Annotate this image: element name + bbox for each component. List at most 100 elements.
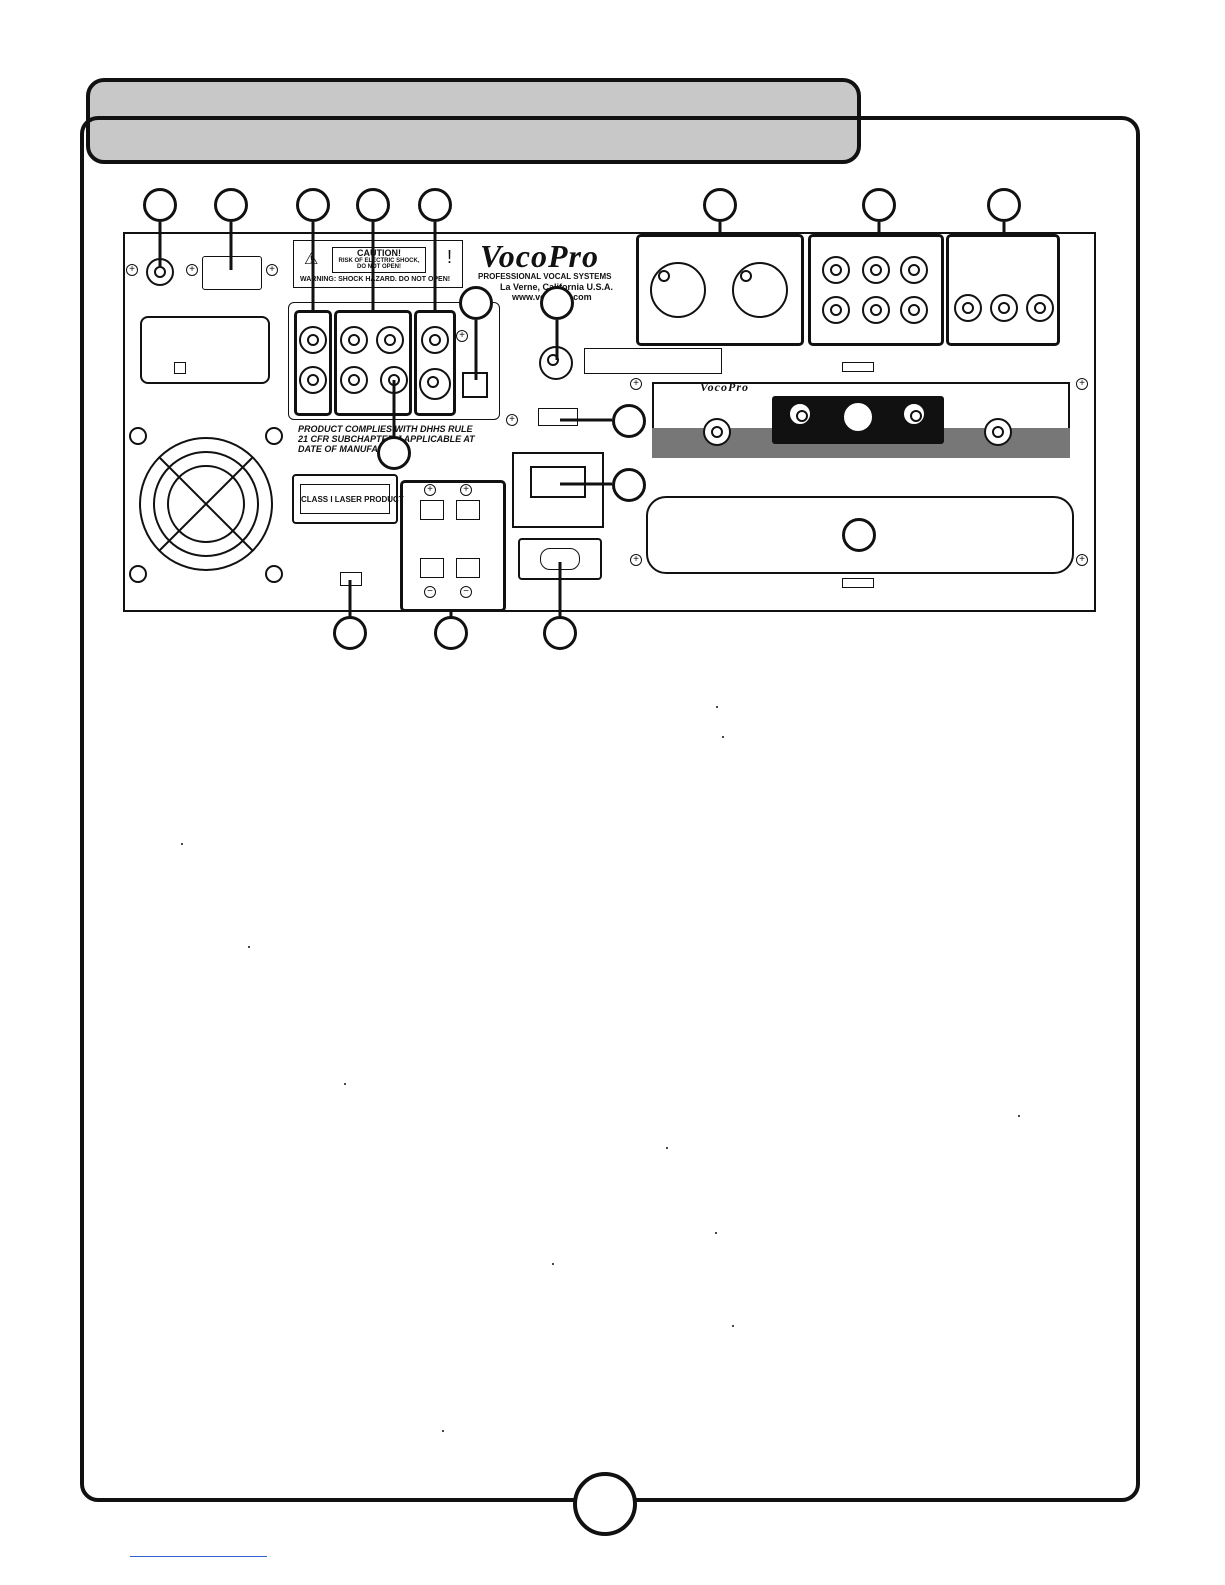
antenna-connector [703, 418, 731, 446]
page-number-badge [573, 1472, 637, 1536]
print-dot [181, 843, 183, 845]
power-switch [530, 466, 586, 498]
callout-marker [612, 468, 646, 502]
jack-group-outline [414, 310, 456, 416]
rca-jack [380, 366, 408, 394]
caution-title: CAUTION! [357, 248, 401, 258]
optical-output-port [462, 372, 488, 398]
callout-marker [612, 404, 646, 438]
print-dot [344, 1083, 346, 1085]
speaker-clip-terminal [202, 256, 262, 290]
exclamation-triangle-icon: ! [446, 247, 452, 267]
rca-jack [299, 326, 327, 354]
jack-group-outline [294, 310, 332, 416]
rca-jack [900, 296, 928, 324]
s-video-jack [419, 368, 451, 400]
rca-jack [340, 326, 368, 354]
rca-jack [954, 294, 982, 322]
ac-power-inlet [518, 538, 602, 580]
print-dot [715, 1232, 717, 1234]
callout-marker [862, 188, 896, 222]
rca-jack [421, 326, 449, 354]
speaker-terminal-block [400, 480, 506, 612]
print-dot [732, 1325, 734, 1327]
print-dot [1018, 1115, 1020, 1117]
laser-product-label: CLASS I LASER PRODUCT [292, 474, 404, 524]
callout-marker [377, 436, 411, 470]
screw-icon: − [460, 586, 472, 598]
caution-line-1: RISK OF ELECTRIC SHOCK, [338, 258, 420, 264]
double-insulation-icon [174, 362, 186, 374]
speaker-terminal [420, 558, 444, 578]
print-dot [248, 946, 250, 948]
screw-icon: + [266, 264, 278, 276]
module-logo: VocoPro [700, 380, 749, 394]
callout-marker [459, 286, 493, 320]
caution-line-2: DO NOT OPEN! [356, 264, 401, 270]
callout-marker [987, 188, 1021, 222]
print-dot [716, 706, 718, 708]
screw-icon: + [456, 330, 468, 342]
print-dot [442, 1430, 444, 1432]
rca-jack [822, 256, 850, 284]
callout-marker [841, 400, 875, 434]
rca-jack [1026, 294, 1054, 322]
screw-icon: + [630, 554, 642, 566]
video-output-block [946, 234, 1060, 346]
callout-marker [540, 286, 574, 320]
volume-knob [788, 402, 812, 426]
rca-jack [862, 296, 890, 324]
rca-jack [990, 294, 1018, 322]
screw-icon: + [1076, 378, 1088, 390]
ac-power-socket [540, 548, 580, 570]
xlr-output-block [636, 234, 804, 346]
screw-icon: + [506, 414, 518, 426]
caution-label: CAUTION! RISK OF ELECTRIC SHOCK, DO NOT … [293, 240, 463, 288]
screw-icon: − [424, 586, 436, 598]
speaker-terminal [420, 500, 444, 520]
section-header-tab [86, 78, 861, 164]
callout-marker [703, 188, 737, 222]
power-switch-housing [512, 452, 604, 528]
screw-icon: + [1076, 554, 1088, 566]
rca-jack [340, 366, 368, 394]
screw-icon: + [126, 264, 138, 276]
vocopro-logo: VocoPro [480, 238, 599, 274]
callout-marker [543, 616, 577, 650]
callout-marker [333, 616, 367, 650]
input-selector-switch [538, 408, 578, 426]
print-dot [666, 1147, 668, 1149]
compliance-line-3: DATE OF MANUFACTURE [298, 444, 409, 454]
rca-jack [376, 326, 404, 354]
antenna-connector [984, 418, 1012, 446]
callout-marker [214, 188, 248, 222]
panel-label-slot [842, 362, 874, 372]
callout-marker [418, 188, 452, 222]
rca-jack [862, 256, 890, 284]
module-label-slot [842, 578, 874, 588]
dc-jack [146, 258, 174, 286]
brand-tagline: PROFESSIONAL VOCAL SYSTEMS [478, 272, 612, 281]
screw-icon: + [630, 378, 642, 390]
xlr-jack [650, 262, 706, 318]
caution-warning: WARNING: SHOCK HAZARD. DO NOT OPEN! [300, 276, 451, 283]
mini-din-port [539, 346, 573, 380]
expansion-cover-plate [646, 496, 1074, 574]
rating-label-area [140, 316, 270, 384]
cooling-fan-grille [129, 427, 283, 583]
laser-product-text: CLASS I LASER PRODUCT [300, 484, 404, 514]
volume-knob [902, 402, 926, 426]
screw-icon: + [424, 484, 436, 496]
speaker-terminal [456, 500, 480, 520]
print-dot [722, 736, 724, 738]
screw-icon: + [186, 264, 198, 276]
callout-marker [143, 188, 177, 222]
rca-output-block [808, 234, 944, 346]
screw-icon: + [460, 484, 472, 496]
voltage-selector-switch [340, 572, 362, 586]
link-underline [130, 1556, 267, 1557]
callout-marker [842, 518, 876, 552]
warning-triangle-icon: ⚠ [304, 251, 319, 268]
caution-label-box: CAUTION! RISK OF ELECTRIC SHOCK, DO NOT … [332, 247, 426, 273]
rca-jack [900, 256, 928, 284]
